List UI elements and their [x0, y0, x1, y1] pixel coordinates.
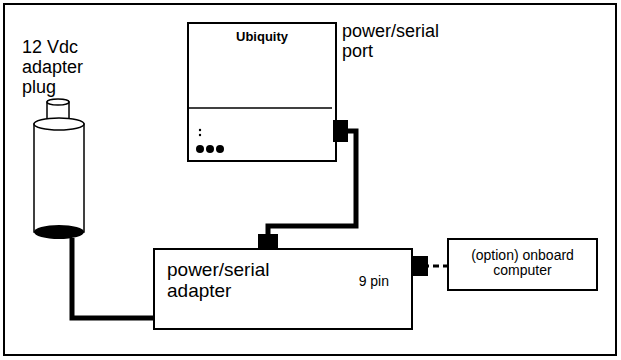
plug-body: [34, 124, 84, 232]
port-label: power/serial port: [342, 22, 460, 62]
plug-top: [34, 118, 84, 130]
box-title: Ubiquity: [189, 30, 335, 44]
frame: [4, 4, 616, 355]
device-box: Ubiquity: [187, 22, 337, 162]
indicator-dot: [199, 134, 201, 136]
led: [216, 145, 224, 153]
led: [196, 145, 204, 153]
led: [206, 145, 214, 153]
serial-cable: [268, 131, 356, 248]
box-note: 9 pin: [359, 274, 389, 289]
box-title: power/serial adapter: [167, 260, 317, 302]
plug-bottom: [34, 225, 84, 239]
plug-label: 12 Vdc adapter plug: [22, 38, 106, 97]
panel-divider: [188, 107, 332, 109]
box-title: (option) onboard computer: [462, 248, 584, 279]
indicator-dot: [199, 129, 201, 131]
plug-tip-end: [47, 99, 69, 105]
optional-link: [413, 265, 447, 268]
computer-box: (option) onboard computer: [447, 238, 598, 291]
power-cable: [72, 238, 153, 318]
adapter-box: power/serial adapter 9 pin: [153, 248, 413, 330]
